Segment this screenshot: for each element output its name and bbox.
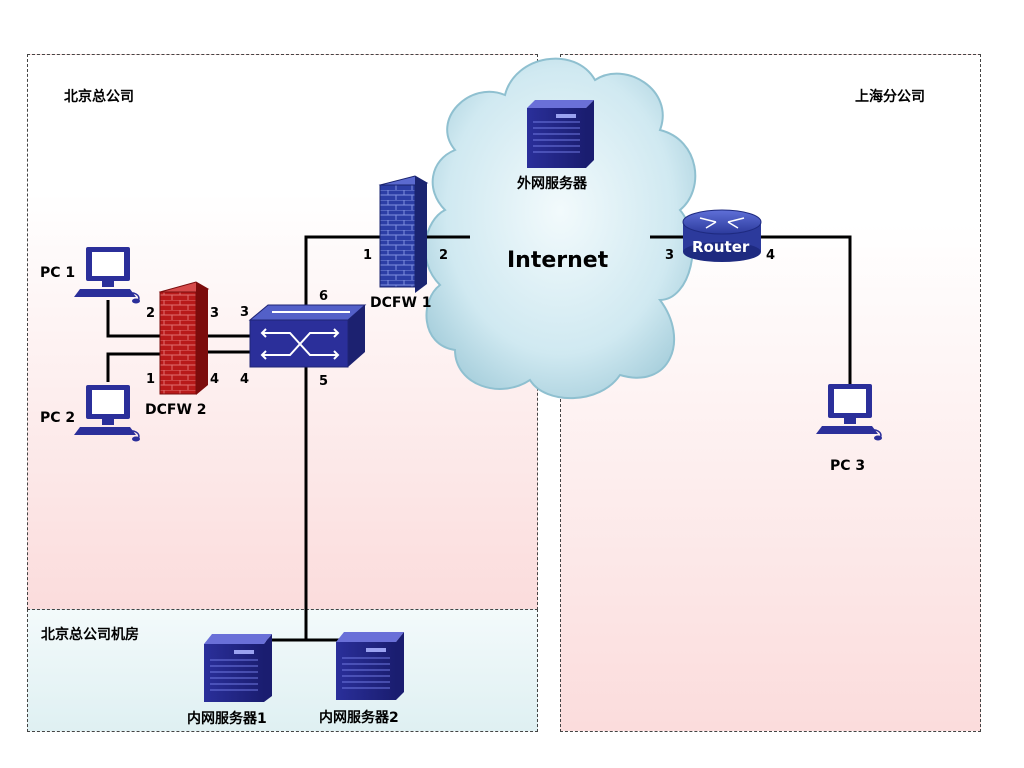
port-label: 3: [210, 306, 220, 321]
pc2-icon: [74, 385, 140, 442]
port-label: 4: [240, 372, 250, 387]
router-icon: [682, 209, 762, 262]
link-pc2-dcfw2: [106, 352, 168, 382]
link-pc1-dcfw2: [106, 300, 168, 338]
region-label-beijing-machine-room: 北京总公司机房: [41, 627, 139, 643]
dcfw2-label: DCFW 2: [145, 402, 207, 418]
dcfw1-label: DCFW 1: [370, 295, 432, 311]
internal-server2-icon: [336, 632, 404, 700]
external-server-icon: [527, 100, 594, 168]
pc1-label: PC 1: [40, 265, 76, 281]
port-label: 2: [146, 306, 156, 321]
pc1-icon: [74, 247, 140, 304]
internal-server1-label: 内网服务器1: [187, 711, 267, 727]
port-label: 5: [319, 374, 329, 389]
router-label: Router: [692, 238, 750, 256]
port-label: 1: [363, 248, 373, 263]
port-label: 6: [319, 289, 329, 304]
dcfw1-firewall-icon: [378, 175, 429, 293]
external-server-label: 外网服务器: [517, 176, 587, 192]
port-label: 2: [439, 248, 449, 263]
region-label-beijing-hq: 北京总公司: [64, 89, 134, 105]
port-label: 4: [766, 248, 776, 263]
internet-cloud: [424, 57, 697, 400]
pc2-label: PC 2: [40, 410, 76, 426]
region-label-shanghai-branch: 上海分公司: [855, 89, 925, 105]
switch-icon: [248, 304, 367, 368]
beijing-machine-room-region: [27, 609, 538, 732]
internet-label: Internet: [507, 248, 609, 273]
internal-server2-label: 内网服务器2: [319, 710, 399, 726]
port-label: 3: [665, 248, 675, 263]
port-label: 3: [240, 305, 250, 320]
port-label: 1: [146, 372, 156, 387]
link-switch-dcfw1: [304, 235, 386, 312]
port-label: 4: [210, 372, 220, 387]
internal-server1-icon: [204, 634, 272, 702]
pc3-label: PC 3: [830, 458, 866, 474]
pc3-icon: [816, 384, 882, 441]
link-switch-server2: [304, 362, 360, 642]
dcfw2-firewall-icon: [158, 281, 210, 395]
link-router-pc3: [760, 235, 852, 384]
